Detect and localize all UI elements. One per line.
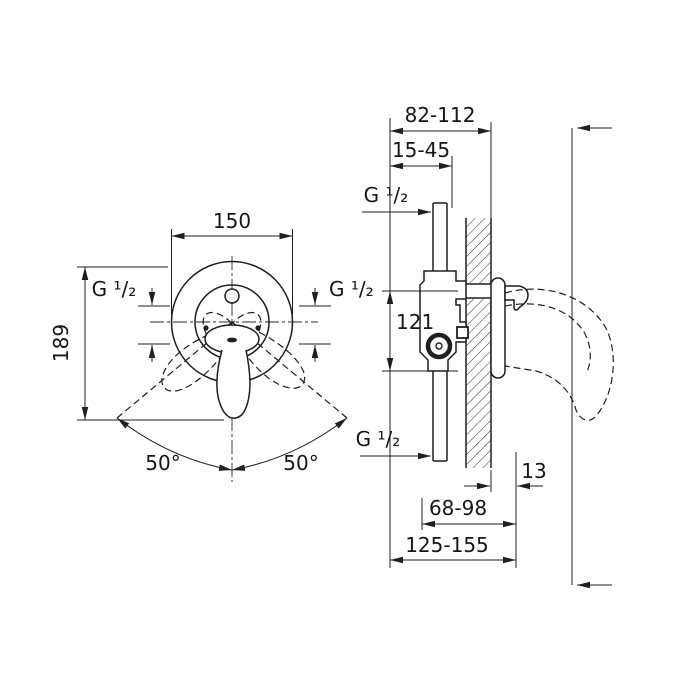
thread-bottom-label: G ¹/₂ (356, 427, 401, 451)
dim-150: 150 (171, 209, 293, 314)
outlet-pipe-bottom (432, 371, 448, 462)
dim-g12-bottom: G ¹/₂ (356, 427, 431, 460)
screw-dot-left (203, 325, 209, 331)
handle-inner-dashed (504, 303, 591, 375)
side-view: 82-112 15-45 G ¹/₂ 121 G ¹/₂ (356, 103, 614, 589)
valve-union-center (435, 342, 443, 350)
lever-hub-slot (227, 337, 237, 343)
dim-125-155-label: 125-155 (405, 533, 489, 557)
dim-189-label: 189 (49, 324, 73, 362)
dim-15-45: 15-45 (390, 138, 453, 208)
dim-15-45-label: 15-45 (392, 138, 450, 162)
screw-dot-right (255, 325, 261, 331)
dim-g12-right: G ¹/₂ (299, 277, 374, 362)
thread-right-label: G ¹/₂ (329, 277, 374, 301)
dim-68-98: 68-98 (421, 496, 516, 530)
dim-125-155: 125-155 (390, 533, 516, 564)
dim-g12-top: G ¹/₂ (362, 183, 431, 216)
dim-189: 189 (49, 266, 224, 421)
supply-pipe-top (432, 202, 448, 271)
handle-projection-extension (571, 124, 612, 589)
dim-13: 13 (464, 452, 547, 568)
dim-150-label: 150 (213, 209, 251, 233)
valve-block (456, 326, 469, 339)
thread-left-label: G ¹/₂ (92, 277, 137, 301)
dim-angle-left: 50° (116, 417, 233, 475)
angle-left-label: 50° (145, 451, 180, 475)
dim-angle-right: 50° (231, 417, 348, 475)
valve-union-circle (425, 332, 453, 360)
escutcheon-plate-side (490, 277, 506, 379)
top-port-circle (224, 288, 240, 304)
dim-13-label: 13 (521, 459, 546, 483)
dim-82-112: 82-112 (390, 103, 492, 218)
angle-right-label: 50° (283, 451, 318, 475)
front-view: 150 189 G ¹/₂ G ¹/₂ 50° (49, 209, 374, 482)
wall-hatch (466, 218, 491, 468)
thread-top-label: G ¹/₂ (364, 183, 409, 207)
spout-stub (504, 285, 529, 311)
dim-68-98-label: 68-98 (429, 496, 487, 520)
dim-g12-left: G ¹/₂ (92, 277, 170, 362)
dim-82-112-label: 82-112 (405, 103, 476, 127)
handle-outline-dashed (504, 288, 614, 421)
dim-121: 121 (382, 290, 458, 372)
dim-121-label: 121 (396, 310, 434, 334)
